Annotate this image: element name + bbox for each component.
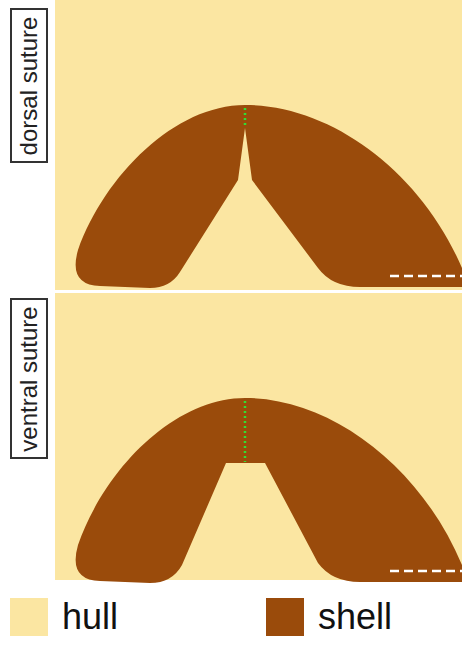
legend-text: shell [318, 599, 392, 635]
suture-line [244, 401, 247, 462]
legend-swatch [266, 598, 304, 636]
label-box: ventral suture [10, 298, 48, 459]
shell-shape [76, 398, 462, 583]
shell-shape [76, 105, 462, 288]
hull-area [55, 0, 462, 290]
label-box: dorsal suture [10, 8, 48, 163]
panel-label: ventral suture [17, 306, 41, 451]
legend-text: hull [62, 599, 118, 635]
panel-label: dorsal suture [17, 16, 41, 155]
cut-line [390, 275, 462, 278]
cut-line [390, 570, 462, 573]
legend-item: hull [10, 598, 118, 636]
legend-item: shell [266, 598, 392, 636]
suture-line [244, 108, 247, 128]
legend-swatch [10, 598, 48, 636]
